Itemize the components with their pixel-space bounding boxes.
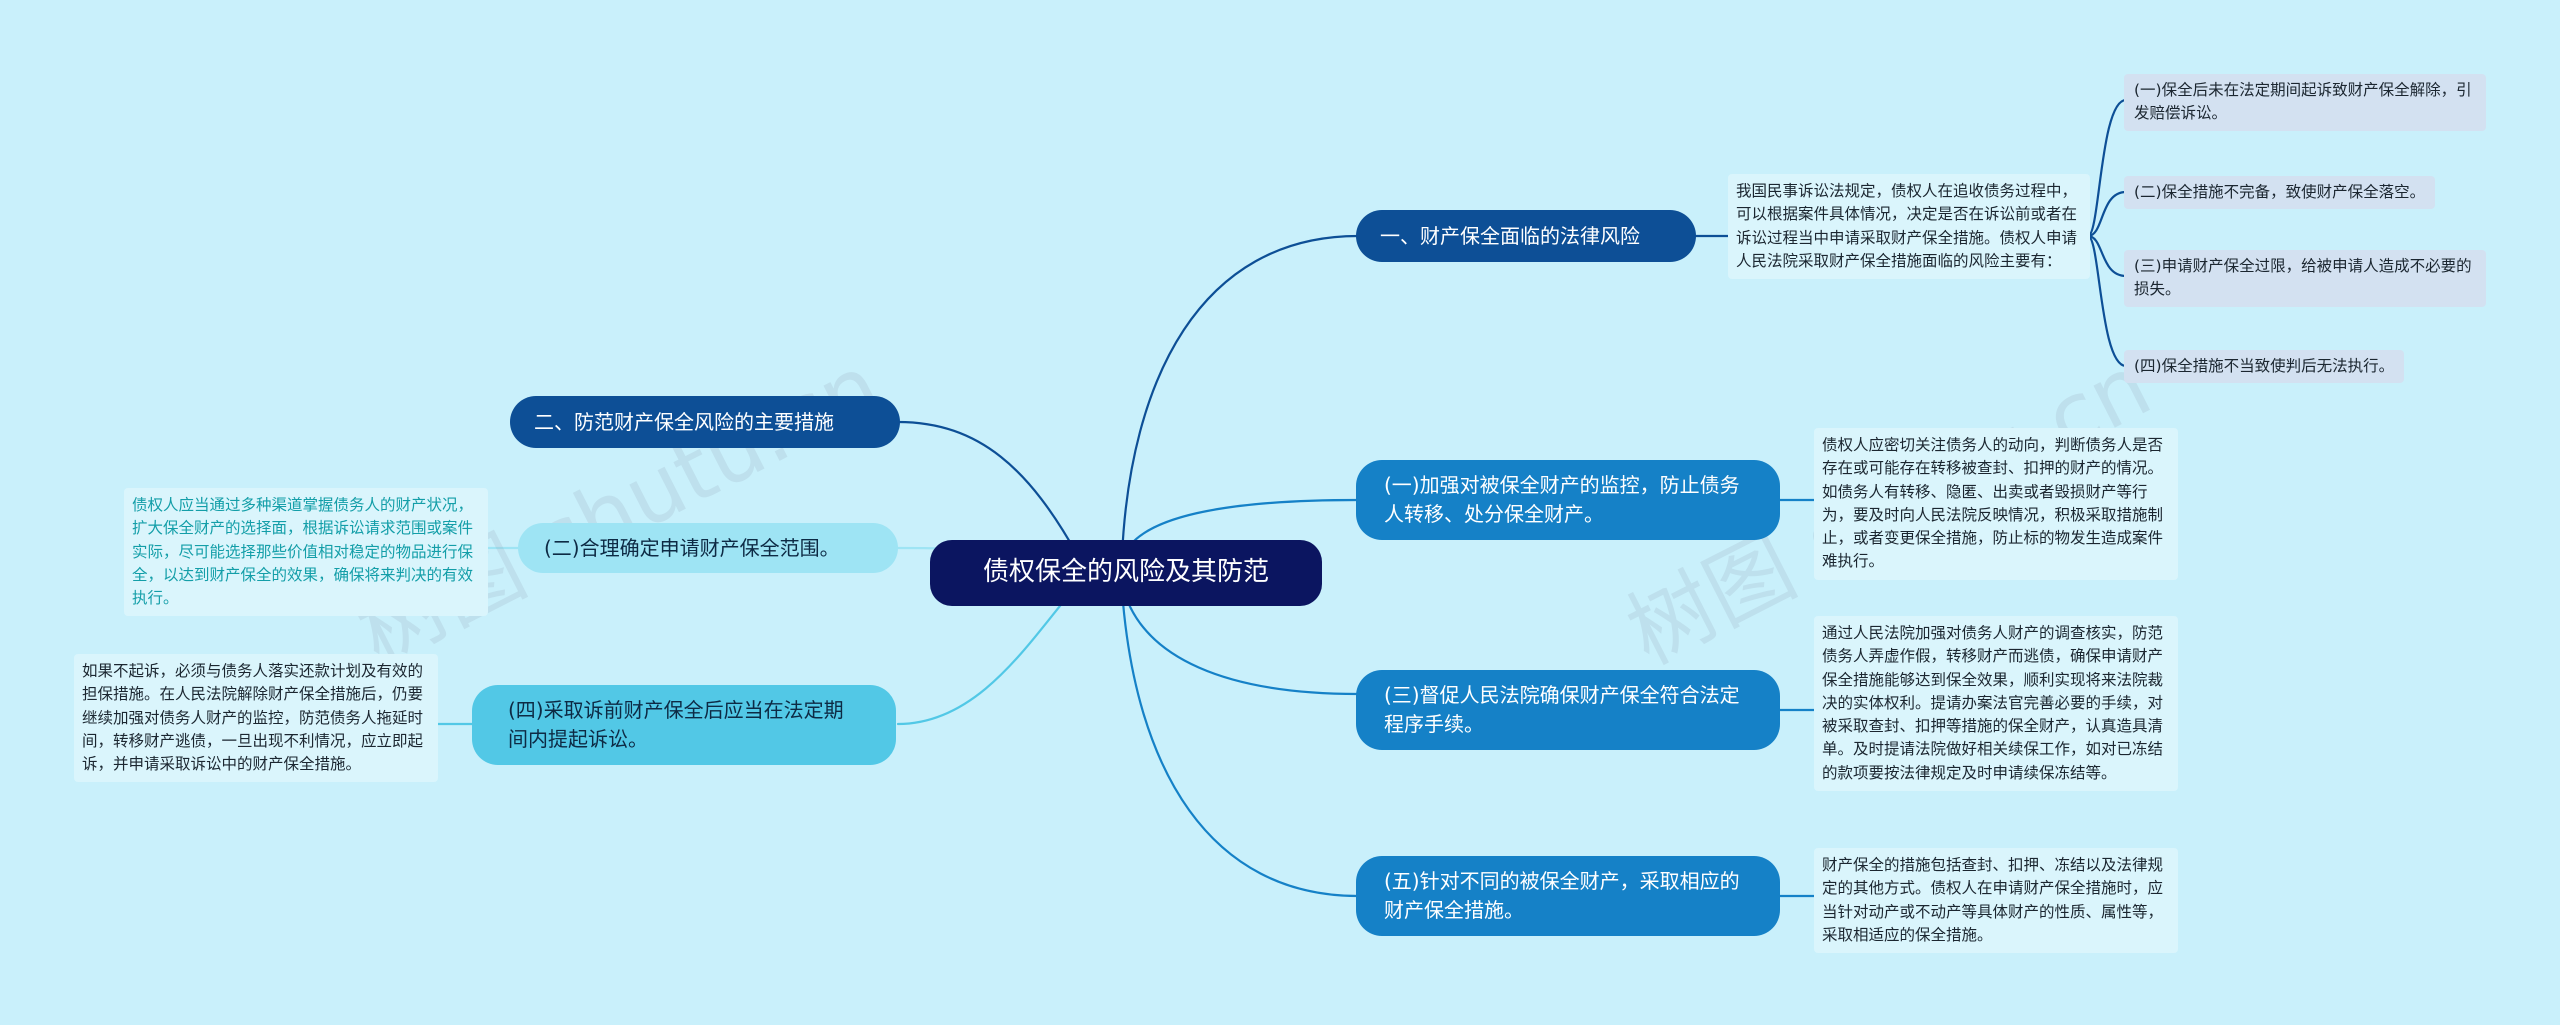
scope-description: 债权人应当通过多种渠道掌握债务人的财产状况，扩大保全财产的选择面，根据诉讼请求范… xyxy=(124,488,488,617)
risk-item-3[interactable]: (三)申请财产保全过限，给被申请人造成不必要的损失。 xyxy=(2124,250,2486,307)
link-b1 xyxy=(1120,234,1360,558)
root-topic[interactable]: 债权保全的风险及其防范 xyxy=(930,540,1322,606)
branch-targeted-measures-label: (五)针对不同的被保全财产，采取相应的财产保全措施。 xyxy=(1384,869,1740,922)
branch-legal-risks-label: 一、财产保全面临的法律风险 xyxy=(1380,223,1640,248)
branch-file-lawsuit[interactable]: (四)采取诉前财产保全后应当在法定期间内提起诉讼。 xyxy=(472,685,896,765)
link-risk-4 xyxy=(2086,234,2128,368)
link-risk-3 xyxy=(2086,234,2128,278)
risk-item-1[interactable]: (一)保全后未在法定期间起诉致财产保全解除，引发赔偿诉讼。 xyxy=(2124,74,2486,131)
root-topic-label: 债权保全的风险及其防范 xyxy=(982,557,1269,588)
branch-main-measures-label: 二、防范财产保全风险的主要措施 xyxy=(534,409,834,434)
branch-court-procedure-label: (三)督促人民法院确保财产保全符合法定程序手续。 xyxy=(1384,683,1740,736)
branch-monitor-assets[interactable]: (一)加强对被保全财产的监控，防止债务人转移、处分保全财产。 xyxy=(1356,460,1780,540)
branch-legal-risks[interactable]: 一、财产保全面临的法律风险 xyxy=(1356,210,1696,262)
court-procedure-description: 通过人民法院加强对债务人财产的调查核实，防范债务人弄虚作假，转移财产而逃债，确保… xyxy=(1814,616,2178,791)
link-b6 xyxy=(1120,582,1360,696)
branch-court-procedure[interactable]: (三)督促人民法院确保财产保全符合法定程序手续。 xyxy=(1356,670,1780,750)
link-b4 xyxy=(896,582,1080,726)
legal-risks-description: 我国民事诉讼法规定，债权人在追收债务过程中，可以根据案件具体情况，决定是否在诉讼… xyxy=(1728,174,2090,279)
branch-scope[interactable]: (二)合理确定申请财产保全范围。 xyxy=(518,523,898,573)
branch-file-lawsuit-label: (四)采取诉前财产保全后应当在法定期间内提起诉讼。 xyxy=(508,698,844,751)
link-b7 xyxy=(1120,588,1360,898)
branch-monitor-assets-label: (一)加强对被保全财产的监控，防止债务人转移、处分保全财产。 xyxy=(1384,473,1740,526)
monitor-assets-description: 债权人应密切关注债务人的动向，判断债务人是否存在或可能存在转移被查封、扣押的财产… xyxy=(1814,428,2178,580)
branch-targeted-measures[interactable]: (五)针对不同的被保全财产，采取相应的财产保全措施。 xyxy=(1356,856,1780,936)
link-risk-1 xyxy=(2086,98,2128,238)
targeted-measures-description: 财产保全的措施包括查封、扣押、冻结以及法律规定的其他方式。债权人在申请财产保全措… xyxy=(1814,848,2178,953)
risk-item-2[interactable]: (二)保全措施不完备，致使财产保全落空。 xyxy=(2124,176,2436,210)
risk-item-4[interactable]: (四)保全措施不当致使判后无法执行。 xyxy=(2124,350,2405,384)
branch-main-measures[interactable]: 二、防范财产保全风险的主要措施 xyxy=(510,396,900,448)
link-risk-2 xyxy=(2086,190,2128,238)
link-b2 xyxy=(896,420,1080,558)
branch-scope-label: (二)合理确定申请财产保全范围。 xyxy=(544,535,840,560)
file-lawsuit-description: 如果不起诉，必须与债务人落实还款计划及有效的担保措施。在人民法院解除财产保全措施… xyxy=(74,654,438,783)
